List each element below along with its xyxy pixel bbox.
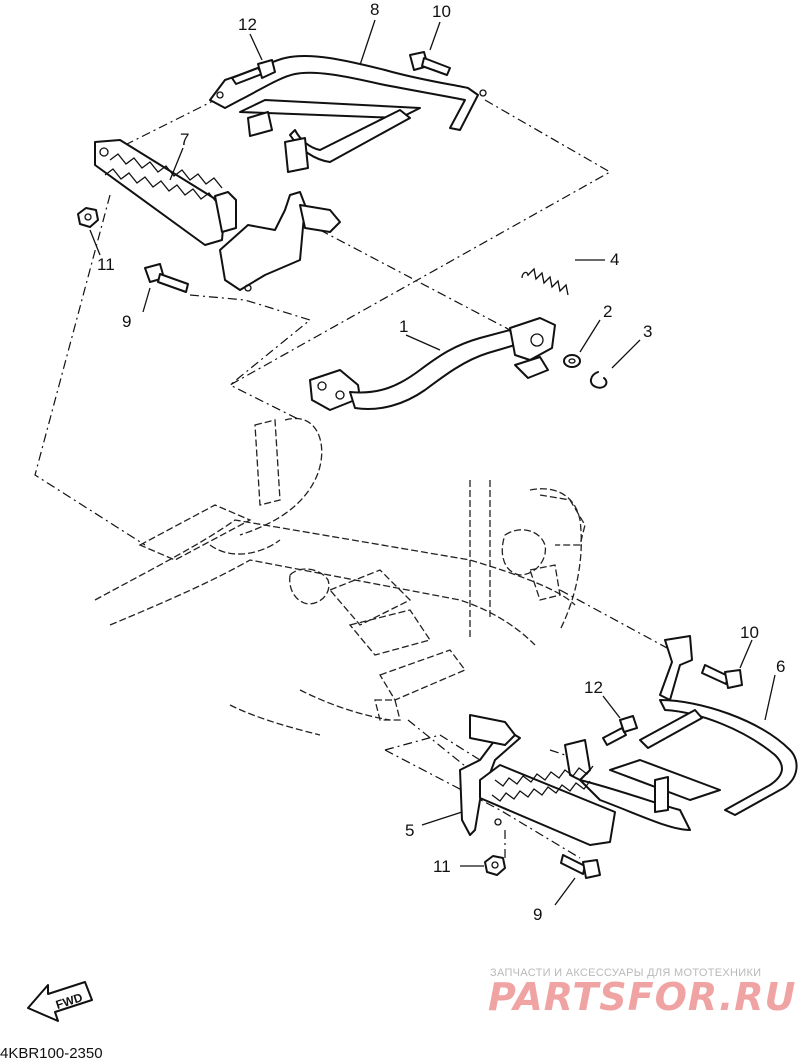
callout-6: 6 [776,657,785,676]
callout-12-upper: 12 [238,15,257,34]
watermark-brand: PARTSFOR.RU [488,975,796,1019]
nut-11-upper [77,207,99,228]
assembly-leader-lines [34,99,681,860]
footrest-left [94,139,341,292]
bolt-9-lower [560,854,601,879]
bolt-9-upper [144,263,189,293]
callout-labels: 1 2 3 4 5 6 7 8 9 9 10 10 11 11 12 12 [97,0,785,924]
bolt-12-lower [602,715,638,746]
watermark-tagline: ЗАПЧАСТИ И АКСЕССУАРЫ ДЛЯ МОТОТЕХНИКИ [490,967,761,979]
callout-2: 2 [603,302,612,321]
callout-9-lower: 9 [533,905,542,924]
callout-10-lower: 10 [740,623,759,642]
callout-8: 8 [370,0,379,19]
footrest-right [459,714,616,846]
callout-9-upper: 9 [122,312,131,331]
bolt-12-upper [231,59,276,85]
return-spring [521,267,569,296]
nut-11-lower [484,855,506,876]
bolt-10-lower [701,664,743,689]
callout-10-upper: 10 [432,2,451,21]
bracket-upper [209,54,487,173]
callout-leaders [89,19,776,906]
bolt-10-upper [409,51,451,76]
callout-3: 3 [643,322,652,341]
callout-5: 5 [405,821,414,840]
watermark: ЗАПЧАСТИ И АКСЕССУАРЫ ДЛЯ МОТОТЕХНИКИ PA… [488,967,796,1019]
callout-11-upper: 11 [97,255,115,274]
callout-11-lower: 11 [433,857,451,876]
chassis-frame [94,417,586,736]
forward-arrow-icon: FWD [27,981,93,1022]
circlip [590,371,608,389]
drawing-code: 4KBR100-2350 [0,1045,103,1060]
brake-pedal [309,317,556,411]
callout-4: 4 [610,250,619,269]
callout-1: 1 [399,317,408,336]
washer [563,354,581,368]
callout-7: 7 [180,130,189,149]
bracket-lower [564,635,798,831]
callout-12-lower: 12 [584,678,603,697]
